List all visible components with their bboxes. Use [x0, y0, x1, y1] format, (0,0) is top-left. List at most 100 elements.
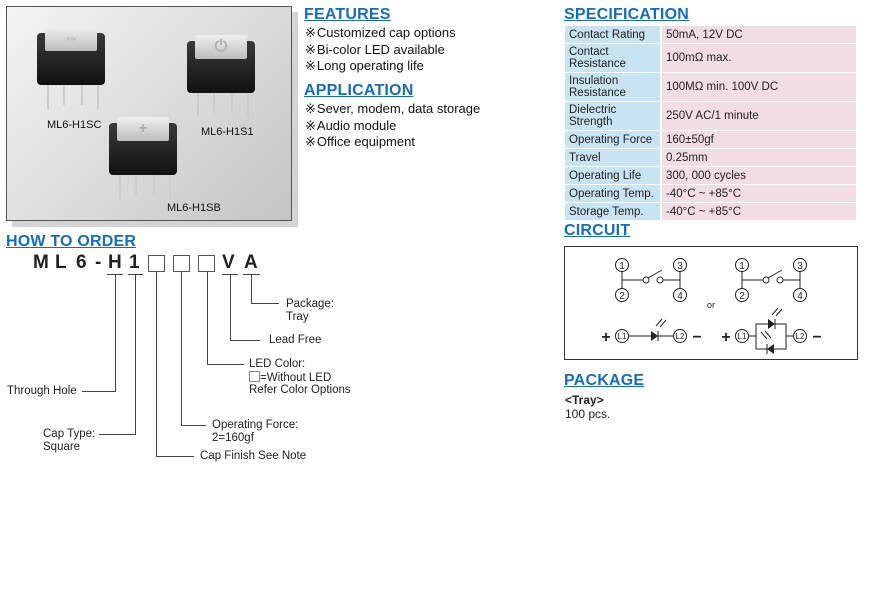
circuit-heading: CIRCUIT — [564, 222, 631, 239]
leader-line — [156, 456, 194, 457]
feature-item: ※Long operating life — [305, 58, 424, 73]
terminal-label: 2 — [739, 291, 745, 302]
code-underline — [243, 274, 260, 275]
spec-key: Contact Rating — [565, 26, 662, 43]
leader-line — [82, 391, 116, 392]
reference-mark-icon: ※ — [305, 41, 316, 57]
spec-value: -40°C ~ +85°C — [662, 203, 856, 220]
led-color-label: LED Color: =Without LED Refer Color Opti… — [249, 358, 351, 396]
leader-line — [135, 275, 136, 434]
code-underline — [222, 274, 238, 275]
how-to-order-heading: HOW TO ORDER — [6, 233, 137, 250]
circuit-diagram: 1 2 3 4 1 2 3 4 or L1 L2 L1 L2 + − + − — [564, 246, 858, 360]
feature-item: ※Bi-color LED available — [305, 41, 445, 57]
features-heading: FEATURES — [304, 6, 391, 23]
terminal-label: 3 — [677, 261, 683, 272]
minus-sign: − — [692, 329, 701, 346]
leader-line — [207, 271, 208, 364]
leader-line — [181, 271, 182, 425]
led-terminal-label: L2 — [676, 332, 685, 341]
reference-mark-icon: ※ — [305, 58, 316, 73]
code-char: M — [33, 252, 49, 273]
switch-schematic-left — [615, 258, 687, 302]
product-label: ML6-H1SB — [167, 202, 221, 214]
led-diode-icon — [768, 319, 775, 329]
code-underline — [107, 274, 123, 275]
empty-box-icon — [249, 370, 260, 382]
feature-item: ※Customized cap options — [305, 25, 456, 40]
cap-finish-label: Cap Finish See Note — [200, 450, 307, 462]
switch-schematic-right — [735, 258, 807, 302]
package-label: Package: Tray — [286, 298, 334, 323]
operating-force-label: Operating Force: 2=160gf — [212, 419, 299, 444]
code-char-v: V — [222, 252, 235, 273]
reference-mark-icon: ※ — [305, 25, 316, 40]
code-char-a: A — [244, 252, 258, 273]
plus-sign: + — [601, 329, 610, 346]
reference-mark-icon: ※ — [305, 117, 316, 133]
spec-key: Operating Temp. — [565, 185, 662, 202]
reference-mark-icon: ※ — [305, 134, 316, 149]
leader-line — [99, 434, 136, 435]
power-symbol-icon: ⏻ — [214, 38, 228, 55]
spec-value: 250V AC/1 minute — [662, 102, 856, 130]
application-item: ※Office equipment — [305, 134, 415, 149]
cap-type-label: Cap Type: Square — [43, 428, 96, 453]
led-terminal-label: L1 — [618, 332, 627, 341]
plus-sign: + — [721, 329, 730, 346]
spec-row: Storage Temp.-40°C ~ +85°C — [565, 203, 856, 220]
spec-value: 300, 000 cycles — [662, 167, 856, 184]
application-heading: APPLICATION — [304, 82, 414, 99]
spec-key: Storage Temp. — [565, 203, 662, 220]
terminal-label: 4 — [797, 291, 803, 302]
reference-mark-icon: ※ — [305, 101, 316, 116]
spec-key: Operating Life — [565, 167, 662, 184]
leader-line — [181, 425, 206, 426]
arrows-symbol-icon: ⇔ — [63, 30, 79, 47]
product-label: ML6-H1S1 — [201, 126, 254, 138]
spec-value: 100MΩ min. 100V DC — [662, 73, 856, 101]
code-box-led-color — [198, 255, 215, 272]
spec-key: Insulation Resistance — [565, 73, 662, 101]
spec-value: 0.25mm — [662, 149, 856, 166]
package-type: <Tray> — [565, 393, 604, 407]
leader-line — [230, 340, 260, 341]
circuit-svg: 1 2 3 4 1 2 3 4 or L1 L2 L1 L2 + − + − — [601, 258, 822, 354]
package-quantity: 100 pcs. — [565, 407, 611, 421]
spec-key: Dielectric Strength — [565, 102, 662, 130]
plus-symbol-icon: + — [138, 120, 148, 137]
code-char: - — [95, 252, 102, 273]
leader-line — [156, 271, 157, 456]
terminal-label: 3 — [797, 261, 803, 272]
terminal-label: 1 — [619, 261, 625, 272]
leader-line — [251, 275, 252, 303]
specification-heading: SPECIFICATION — [564, 6, 689, 23]
package-heading: PACKAGE — [564, 372, 645, 389]
code-char: 6 — [76, 252, 87, 273]
application-item: ※Audio module — [305, 117, 397, 133]
spec-value: 50mA, 12V DC — [662, 26, 856, 43]
code-char-h: H — [108, 252, 122, 273]
code-box-operating-force — [173, 255, 190, 272]
through-hole-label: Through Hole — [7, 385, 77, 397]
spec-key: Operating Force — [565, 131, 662, 148]
leader-line — [230, 275, 231, 340]
leader-line — [115, 275, 116, 391]
code-underline — [128, 274, 143, 275]
spec-key: Contact Resistance — [565, 44, 662, 72]
code-char-1: 1 — [129, 252, 140, 273]
features-list: ※Customized cap options ※Bi-color LED av… — [305, 25, 456, 75]
spec-key: Travel — [565, 149, 662, 166]
product-label: ML6-H1SC — [47, 119, 102, 131]
application-list: ※Sever, modem, data storage ※Audio modul… — [305, 101, 480, 151]
lead-free-label: Lead Free — [269, 334, 322, 346]
led-diode-icon — [651, 331, 658, 341]
spec-row: Operating Temp.-40°C ~ +85°C — [565, 185, 856, 202]
leader-line — [251, 303, 279, 304]
